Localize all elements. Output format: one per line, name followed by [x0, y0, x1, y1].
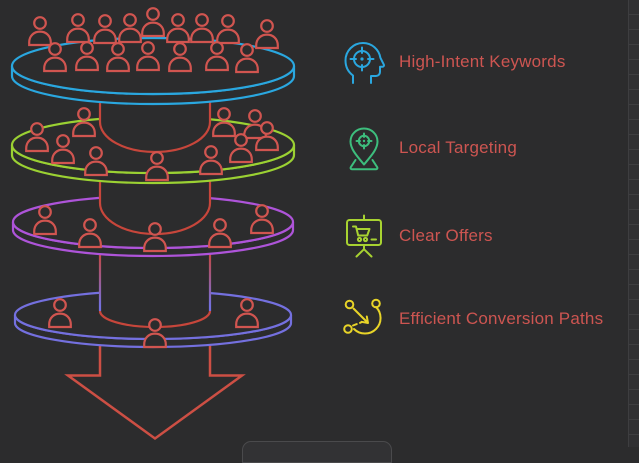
conversion-arrow [64, 332, 246, 441]
funnel-column-3-4 [98, 243, 212, 329]
conversion-paths-icon [340, 295, 388, 343]
head-target-icon [340, 38, 388, 86]
legend-row-clear-offers: Clear Offers [340, 212, 493, 260]
legend-row-local-targeting: Local Targeting [340, 124, 517, 172]
legend-label: High-Intent Keywords [399, 52, 566, 71]
legend-label: Clear Offers [399, 226, 493, 245]
legend-label: Efficient Conversion Paths [399, 309, 604, 328]
legend-row-efficient-conversion-paths: Efficient Conversion Paths [340, 295, 603, 343]
legend-label: Local Targeting [399, 138, 517, 157]
location-pin-icon [340, 124, 388, 172]
funnel-column-2-3 [98, 168, 212, 236]
legend-row-high-intent-keywords: High-Intent Keywords [340, 38, 566, 86]
canvas-grid-strip [628, 0, 639, 447]
bottom-sheet-handle[interactable] [242, 441, 392, 463]
audience-funnel-diagram [10, 7, 296, 441]
offer-board-icon [340, 212, 388, 260]
